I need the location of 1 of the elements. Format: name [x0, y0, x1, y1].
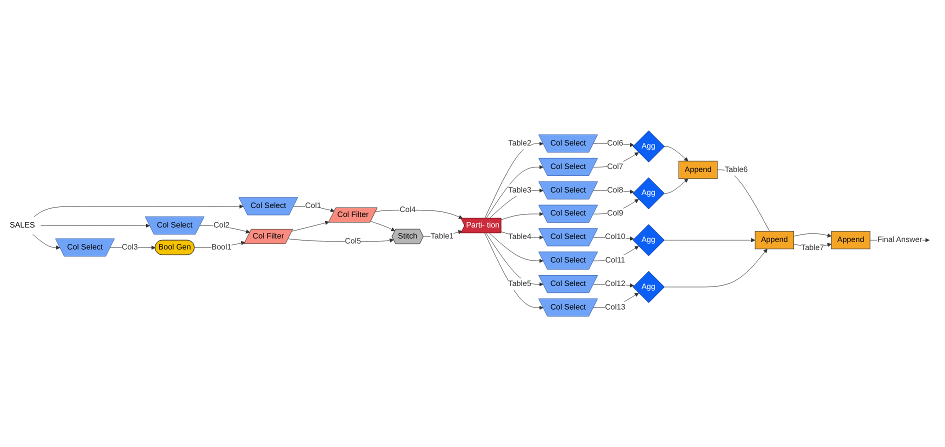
connector: [717, 170, 770, 232]
